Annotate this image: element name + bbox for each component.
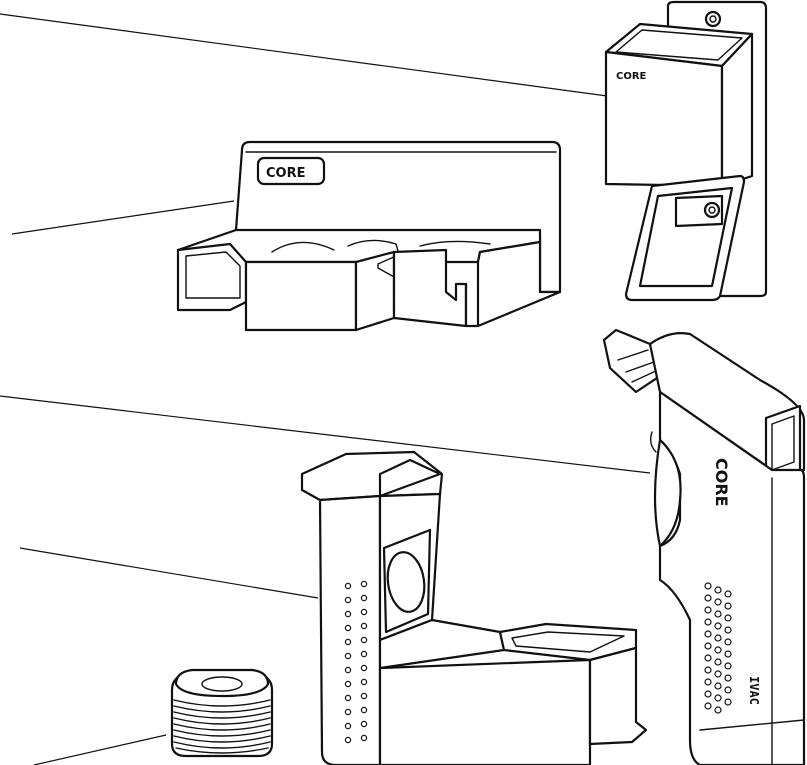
cradle-center-block-front [244, 260, 358, 332]
cradle-right-section [392, 248, 468, 328]
device-probe-ring-3 [631, 369, 659, 383]
leader-line-wall-bracket [0, 13, 623, 99]
cradle-left-block-face [185, 251, 241, 299]
desk-cradle: CORE [176, 140, 562, 332]
holder-logo-text: CORE [616, 71, 647, 82]
base-top-cap-slope [378, 458, 442, 498]
leader-line-desk-cradle [11, 200, 235, 235]
handheld-device: CORE IVAC [602, 328, 806, 765]
cover-stack-ridges [173, 699, 271, 754]
cradle-right-end [464, 240, 562, 328]
wall-bracket-holder: CORE [604, 0, 768, 302]
mounting-hole-top [704, 10, 722, 28]
device-model-label: IVAC [747, 676, 761, 705]
device-bottom-band [699, 719, 805, 731]
holder-cup-rim-inner [615, 29, 743, 61]
holder-logo: CORE [616, 71, 647, 82]
mounting-hole-bottom [703, 201, 721, 219]
cradle-logo-text: CORE [266, 166, 305, 181]
base-window-lens [386, 551, 426, 613]
device-side-notch [649, 431, 657, 453]
device-probe-tip [602, 328, 662, 394]
leader-line-charging-base [19, 547, 319, 599]
cradle-center-block-side [354, 250, 396, 332]
base-arm-front [378, 658, 592, 765]
probe-cover-stack [170, 668, 274, 758]
device-vent-holes [704, 582, 732, 714]
mounting-hole-top-inner [709, 15, 717, 23]
device-display-inner [771, 415, 795, 471]
device-trigger-bump [653, 438, 682, 548]
charging-base [300, 450, 648, 765]
leader-lines [0, 13, 651, 765]
cradle-slot-middle [347, 239, 401, 259]
holder-cup-side [720, 32, 754, 188]
device-probe-ring-1 [617, 349, 649, 361]
device-display-window [764, 404, 802, 480]
mounting-hole-bottom-inner [708, 206, 716, 214]
base-cup-opening [511, 631, 625, 653]
cradle-slot-right [419, 240, 491, 247]
device-probe-ring-2 [625, 361, 655, 373]
cover-stack-center-hole [201, 676, 243, 692]
cover-stack-top [174, 668, 270, 698]
cradle-logo-badge [256, 156, 326, 186]
base-vent-holes [344, 580, 368, 744]
leader-line-probe-covers [33, 734, 167, 765]
device-logo-text: CORE [712, 458, 731, 507]
cradle-slot-left [271, 241, 335, 253]
leader-line-handheld-device [0, 395, 651, 474]
base-cup-side [588, 646, 648, 746]
